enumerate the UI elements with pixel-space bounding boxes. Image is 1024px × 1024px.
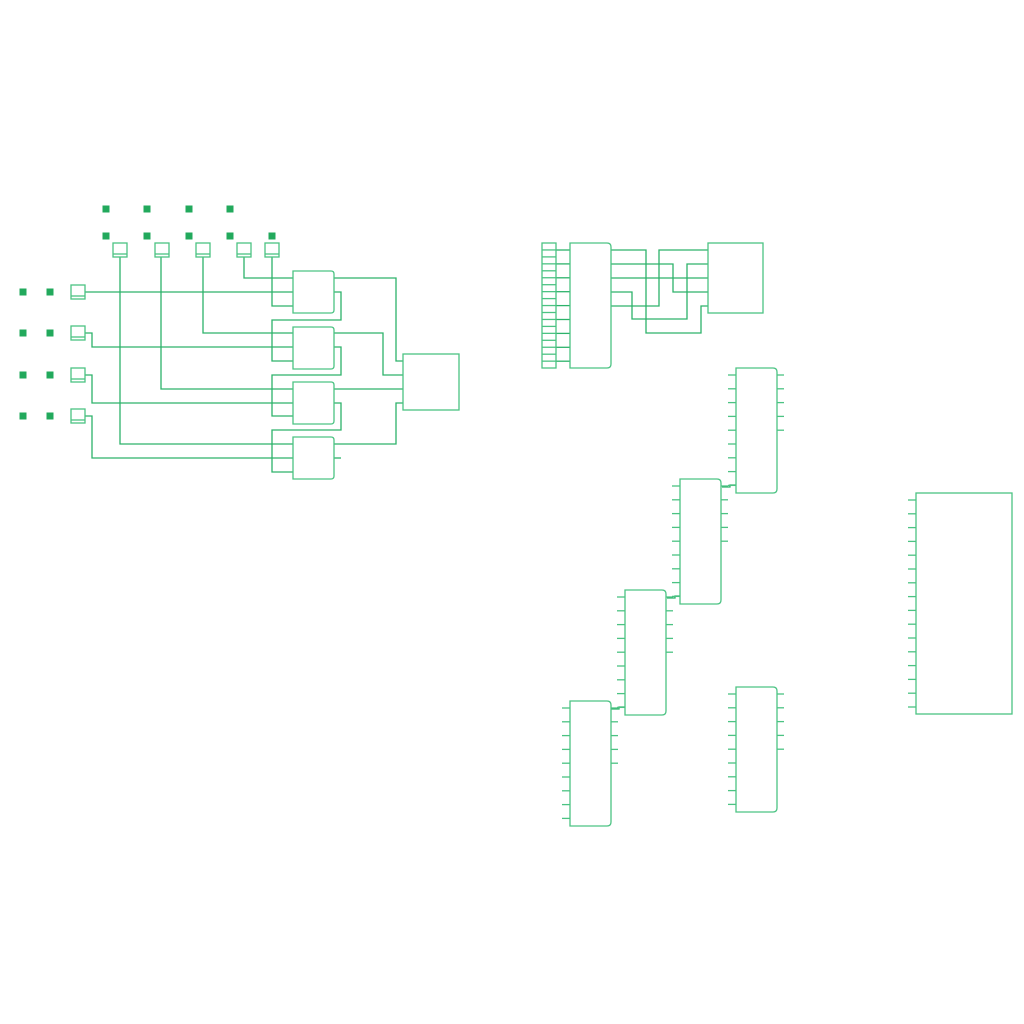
wire bbox=[160, 257, 293, 390]
ic-chip[interactable] bbox=[728, 686, 784, 813]
ic-body[interactable] bbox=[679, 478, 722, 605]
switch-body[interactable] bbox=[236, 242, 252, 258]
switch-body[interactable] bbox=[112, 242, 128, 258]
wire bbox=[271, 346, 342, 417]
ic-body[interactable] bbox=[569, 700, 612, 827]
ic-chip[interactable] bbox=[617, 589, 673, 716]
ic-chip[interactable] bbox=[569, 242, 612, 369]
wire bbox=[611, 263, 708, 320]
components bbox=[70, 242, 1013, 827]
input-pad[interactable] bbox=[226, 205, 234, 213]
switch-body[interactable] bbox=[70, 325, 86, 341]
logic-gate[interactable] bbox=[292, 436, 335, 480]
toggle-switch[interactable] bbox=[70, 408, 86, 424]
input-pad[interactable] bbox=[226, 232, 234, 240]
ic-chip[interactable] bbox=[728, 367, 784, 494]
wire bbox=[611, 249, 708, 307]
input-pad[interactable] bbox=[102, 232, 110, 240]
ic-chip[interactable] bbox=[672, 478, 728, 605]
toggle-switch[interactable] bbox=[264, 242, 280, 258]
large-module[interactable] bbox=[908, 492, 1013, 715]
switch-body[interactable] bbox=[70, 284, 86, 300]
logic-gate[interactable] bbox=[292, 381, 335, 425]
wires bbox=[85, 249, 736, 710]
ic-body[interactable] bbox=[569, 242, 612, 369]
logic-gate[interactable] bbox=[292, 270, 335, 314]
input-pad[interactable] bbox=[46, 371, 54, 379]
ic-chip[interactable] bbox=[562, 700, 618, 827]
input-pad[interactable] bbox=[19, 412, 27, 420]
input-pad[interactable] bbox=[19, 288, 27, 296]
module-body[interactable] bbox=[915, 492, 1013, 715]
input-pad[interactable] bbox=[102, 205, 110, 213]
connector-strip[interactable] bbox=[541, 242, 557, 369]
switch-body[interactable] bbox=[70, 408, 86, 424]
switch-body[interactable] bbox=[70, 367, 86, 383]
input-pad[interactable] bbox=[19, 371, 27, 379]
input-pad[interactable] bbox=[143, 232, 151, 240]
input-pads bbox=[19, 205, 276, 420]
toggle-switch[interactable] bbox=[70, 284, 86, 300]
wire bbox=[334, 277, 403, 362]
wire bbox=[611, 249, 708, 334]
input-pad[interactable] bbox=[46, 412, 54, 420]
switch-body[interactable] bbox=[154, 242, 170, 258]
wire bbox=[119, 257, 293, 445]
input-pad[interactable] bbox=[185, 205, 193, 213]
toggle-switch[interactable] bbox=[154, 242, 170, 258]
input-pad[interactable] bbox=[19, 329, 27, 337]
ic-body[interactable] bbox=[735, 367, 778, 494]
output-block[interactable] bbox=[402, 353, 460, 411]
switch-body[interactable] bbox=[195, 242, 211, 258]
wire bbox=[85, 415, 293, 459]
wire bbox=[334, 332, 403, 376]
toggle-switch[interactable] bbox=[236, 242, 252, 258]
wire bbox=[202, 257, 293, 334]
register-block[interactable] bbox=[707, 242, 764, 314]
switch-body[interactable] bbox=[264, 242, 280, 258]
input-pad[interactable] bbox=[46, 329, 54, 337]
toggle-switch[interactable] bbox=[70, 367, 86, 383]
wire bbox=[271, 257, 293, 307]
input-pad[interactable] bbox=[143, 205, 151, 213]
wire bbox=[271, 291, 342, 362]
wire bbox=[85, 332, 293, 348]
ic-body[interactable] bbox=[735, 686, 778, 813]
wire bbox=[271, 402, 342, 473]
wire bbox=[85, 374, 293, 404]
toggle-switch[interactable] bbox=[70, 325, 86, 341]
wire bbox=[243, 257, 293, 279]
ic-body[interactable] bbox=[624, 589, 667, 716]
input-pad[interactable] bbox=[185, 232, 193, 240]
input-pad[interactable] bbox=[46, 288, 54, 296]
toggle-switch[interactable] bbox=[112, 242, 128, 258]
input-pad[interactable] bbox=[268, 232, 276, 240]
logic-gate[interactable] bbox=[292, 326, 335, 370]
toggle-switch[interactable] bbox=[195, 242, 211, 258]
wire bbox=[334, 402, 403, 445]
